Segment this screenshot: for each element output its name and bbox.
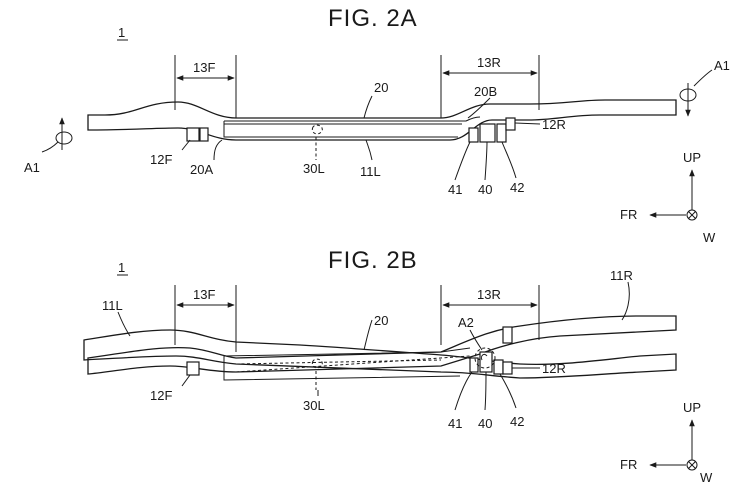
- part-41: [468, 127, 479, 143]
- dim-rear-label: 13R: [477, 55, 501, 70]
- figure-2b-title: FIG. 2B: [328, 247, 418, 274]
- orientation-axes-a: UP FR W: [620, 150, 716, 245]
- mount-12f: [186, 127, 200, 142]
- dim-rear-label-b: 13R: [477, 287, 501, 302]
- mount-12f-b: [186, 361, 200, 376]
- axis-up-label: UP: [683, 150, 701, 165]
- region-a2: [474, 347, 496, 369]
- label-12f: 12F: [150, 152, 172, 167]
- dim-front-label: 13F: [193, 60, 215, 75]
- orientation-axes-b: UP FR W: [620, 400, 713, 485]
- part-40: [479, 123, 496, 143]
- label-42-b: 42: [510, 414, 524, 429]
- label-20b: 20B: [474, 84, 497, 99]
- axis-fr-label-b: FR: [620, 457, 637, 472]
- dim-front-label-b: 13F: [193, 287, 215, 302]
- label-41-b: 41: [448, 416, 462, 431]
- dimension-13f: 13F: [174, 55, 237, 118]
- dimension-13r-b: 13R: [440, 285, 540, 345]
- label-12r: 12R: [542, 117, 566, 132]
- mount-12r-upper-b: [502, 326, 513, 344]
- label-40: 40: [478, 182, 492, 197]
- label-a1-right: A1: [714, 58, 730, 73]
- part-42: [496, 123, 507, 143]
- dimension-13f-b: 13F: [174, 285, 237, 352]
- part-41-b: [469, 357, 479, 373]
- mount-12r: [505, 117, 516, 131]
- side-member-11l-b: [83, 329, 677, 379]
- figure-2b: FIG. 2B 1 13F 13R: [83, 247, 713, 485]
- axis-w-label-b: W: [700, 470, 713, 485]
- figure-2b-ref-numeral: 1: [118, 260, 125, 275]
- part-42-b: [493, 359, 504, 375]
- side-member-11l: [87, 99, 677, 141]
- label-11r: 11R: [610, 268, 633, 283]
- label-a1-left: A1: [24, 160, 40, 175]
- rotation-arrow-a1-right: [679, 83, 697, 117]
- figure-2a-ref-numeral: 1: [118, 25, 125, 40]
- label-40-b: 40: [478, 416, 492, 431]
- label-20: 20: [374, 80, 388, 95]
- label-a2: A2: [458, 315, 474, 330]
- figure-2a-title: FIG. 2A: [328, 5, 418, 32]
- label-11l: 11L: [360, 164, 381, 179]
- figure-2a: FIG. 2A 1 13F 13R: [24, 5, 730, 245]
- dimension-13r: 13R: [440, 55, 540, 118]
- label-30l-b: 30L: [303, 398, 325, 413]
- axis-w-label: W: [703, 230, 716, 245]
- mount-12r-b: [502, 361, 513, 375]
- label-20a: 20A: [190, 162, 213, 177]
- label-42: 42: [510, 180, 524, 195]
- rotation-arrow-a1-left: [55, 117, 73, 150]
- label-11l-b: 11L: [102, 298, 123, 313]
- axis-fr-label: FR: [620, 207, 637, 222]
- label-12f-b: 12F: [150, 388, 172, 403]
- label-20-b: 20: [374, 313, 388, 328]
- label-30l: 30L: [303, 161, 325, 176]
- label-12r-b: 12R: [542, 361, 566, 376]
- reinforcement-20: [224, 116, 481, 122]
- axis-up-label-b: UP: [683, 400, 701, 415]
- label-41: 41: [448, 182, 462, 197]
- part-30l-dashed: [311, 124, 323, 135]
